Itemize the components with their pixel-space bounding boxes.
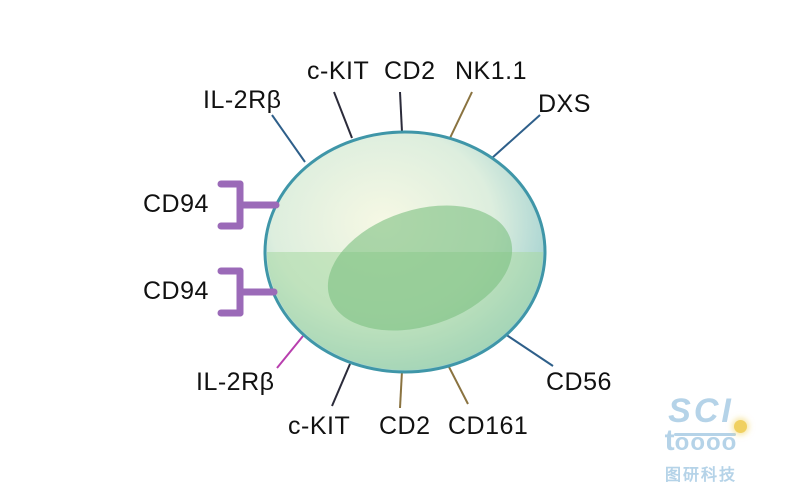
marker-line-cd2-bottom bbox=[399, 370, 403, 409]
marker-line-ckit-bottom bbox=[331, 363, 351, 407]
marker-line-dxs bbox=[491, 114, 541, 159]
marker-line-cd161 bbox=[447, 364, 469, 405]
label-ckit-bottom: c-KIT bbox=[288, 412, 351, 440]
label-il2rb-bottom: IL-2Rβ bbox=[196, 368, 275, 396]
cd94-receptor-upper-icon bbox=[217, 180, 280, 230]
label-dxs: DXS bbox=[538, 90, 591, 118]
label-cd161: CD161 bbox=[448, 412, 529, 440]
marker-line-il2rb-top bbox=[271, 114, 306, 163]
lightbulb-icon bbox=[734, 420, 747, 433]
label-cd94-lower: CD94 bbox=[143, 277, 209, 305]
marker-line-nk11 bbox=[449, 91, 473, 139]
cd94-receptor-lower-icon bbox=[217, 267, 278, 317]
label-cd2-bottom: CD2 bbox=[379, 412, 431, 440]
cell-nucleus bbox=[327, 205, 513, 331]
watermark-t-text: t bbox=[664, 424, 675, 457]
label-cd56: CD56 bbox=[546, 368, 612, 396]
label-cd94-upper: CD94 bbox=[143, 190, 209, 218]
watermark-crossbar bbox=[674, 433, 736, 436]
label-ckit-top: c-KIT bbox=[307, 57, 370, 85]
watermark-chinese-text: 图研科技 bbox=[664, 467, 737, 484]
watermark-logo: SCI toooo 图研科技 bbox=[636, 392, 766, 492]
marker-line-ckit-top bbox=[333, 91, 353, 139]
marker-line-cd56 bbox=[504, 333, 554, 367]
label-cd2-top: CD2 bbox=[384, 57, 436, 85]
marker-line-cd2-top bbox=[399, 91, 403, 133]
marker-line-il2rb-bottom bbox=[276, 335, 304, 369]
watermark-sci-text: SCI bbox=[668, 392, 734, 430]
watermark-toooo-row: toooo bbox=[636, 420, 766, 461]
label-nk11: NK1.1 bbox=[455, 57, 527, 85]
label-il2rb-top: IL-2Rβ bbox=[203, 86, 282, 114]
